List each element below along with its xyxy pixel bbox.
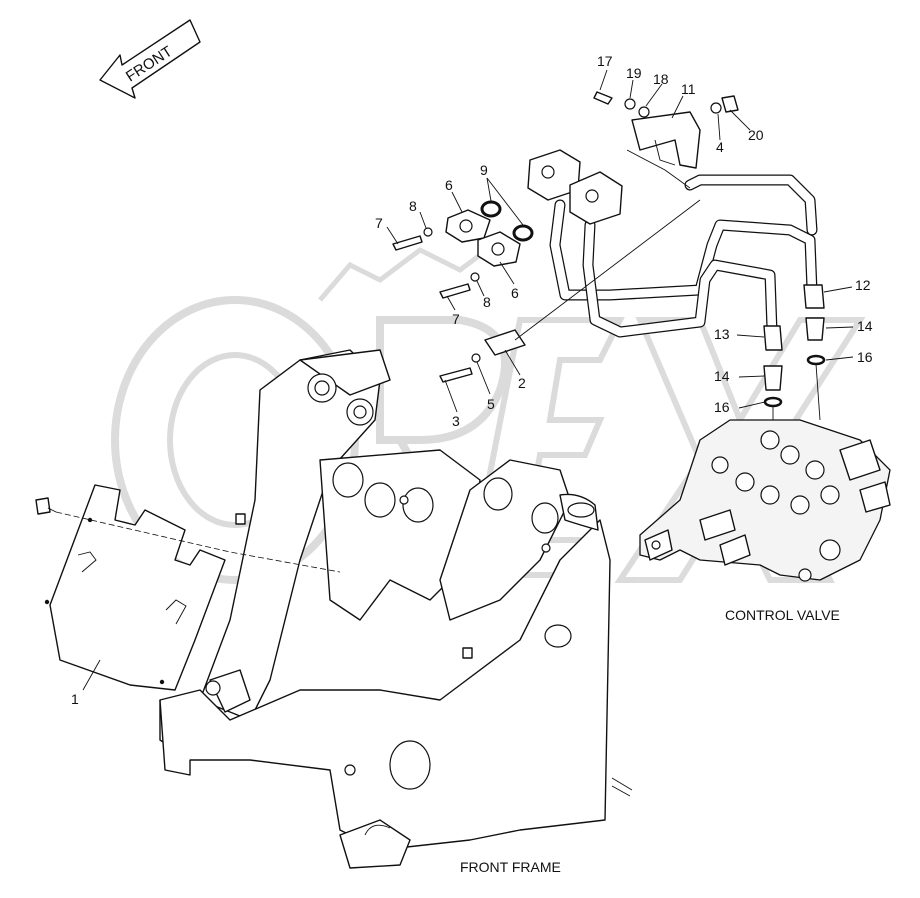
- callout-6b: 6: [511, 285, 519, 301]
- callout-16b: 16: [714, 399, 730, 415]
- fittings: [763, 317, 826, 430]
- control-valve: [639, 419, 891, 582]
- callout-17: 17: [597, 53, 613, 69]
- callout-12: 12: [855, 277, 871, 293]
- callout-6a: 6: [445, 177, 453, 193]
- callout-18: 18: [653, 71, 669, 87]
- callout-leaders: [82, 69, 854, 691]
- callout-8b: 8: [483, 294, 491, 310]
- callout-19: 19: [626, 65, 642, 81]
- callout-16a: 16: [857, 349, 873, 365]
- callout-7b: 7: [452, 311, 460, 327]
- callout-2: 2: [518, 375, 526, 391]
- callout-9: 9: [480, 162, 488, 178]
- callout-20: 20: [748, 127, 764, 143]
- callout-8a: 8: [409, 198, 417, 214]
- control-valve-caption: CONTROL VALVE: [725, 607, 840, 623]
- callout-7a: 7: [375, 215, 383, 231]
- hydraulic-pipes: [527, 149, 825, 351]
- front-frame-caption: FRONT FRAME: [460, 859, 561, 875]
- callout-11: 11: [681, 81, 696, 97]
- callout-4: 4: [716, 139, 724, 155]
- callouts: 1 2 3 4 5 6 6 7 7 8 8 9 11 12 13 14 14 1…: [71, 53, 873, 707]
- bracket-assembly: [593, 91, 739, 189]
- callout-14a: 14: [857, 318, 873, 334]
- callout-5: 5: [487, 396, 495, 412]
- front-frame: [159, 349, 633, 869]
- front-arrow: FRONT: [99, 19, 201, 99]
- callout-14b: 14: [714, 368, 730, 384]
- flange-parts: [392, 199, 701, 383]
- callout-13: 13: [714, 326, 730, 342]
- callout-1: 1: [71, 691, 79, 707]
- callout-3: 3: [452, 413, 460, 429]
- cover-plate: [35, 484, 341, 691]
